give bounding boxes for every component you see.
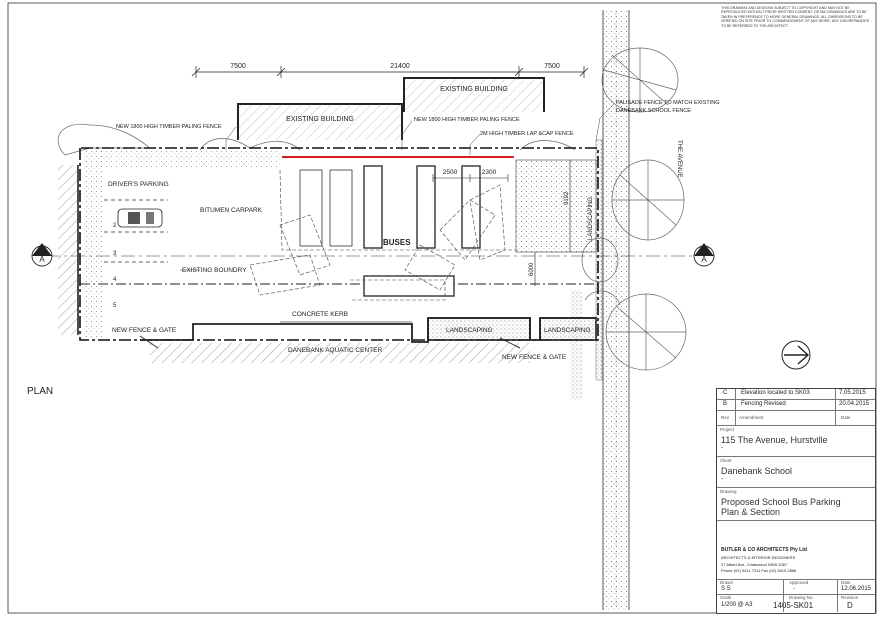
dim-7500-left: 7500 [230,63,246,70]
dimension-line-top [191,66,589,78]
section-line-a [31,243,715,267]
fence-label-left: NEW 1800 HIGH TIMBER PALING FENCE [116,124,222,130]
car-icon [117,208,163,228]
revision-row-b: B Fencing Revised 20.04.2015 [717,400,875,411]
section-a-left: A [39,255,45,264]
bay-number-3: 3 [113,251,117,257]
section-a-right: A [701,255,707,264]
firm-section: BUTLER & CO ARCHITECTS Pty Ltd ARCHITECT… [717,521,875,580]
site-boundary [79,147,599,341]
drawing-number: 1405-SK01 [773,601,814,610]
dim-7500-right: 7500 [544,63,560,70]
drawing-title-line2: Plan & Section [721,507,781,517]
gate-marker-2 [499,337,521,349]
bus-bays [299,165,481,297]
plan-title: PLAN [27,386,54,397]
drawn-row: Drawn S S Approved - Date 12.06.2015 [717,580,875,595]
bay-number-5: 5 [113,303,117,309]
the-avenue-label: THE AVENUE [676,140,682,178]
lap-fence-label: 2M HIGH TIMBER LAP &CAP FENCE [480,131,574,137]
north-arrow-icon [781,340,811,370]
existing-building-2 [403,77,545,112]
drivers-parking-label: DRIVER'S PARKING [108,181,169,188]
date-value: 12.06.2015 [841,586,872,592]
buses-label: BUSES [383,238,411,247]
landscaping-area-right [515,159,597,253]
aquatic-center-label: DANEBANK AQUATIC CENTER [288,347,382,354]
concrete-kerb-label: CONCRETE KERB [292,311,348,318]
left-wall-hatch [58,165,78,335]
existing-boundry-label: EXISTING BOUNDRY [182,267,247,274]
revision-row-c: C Elevation located to SK03 7.05.2015 [717,389,875,400]
copyright-disclaimer: THIS DRAWING AND DESIGNS SUBJECT TO COPY… [721,6,870,28]
drawn-value: S S [721,586,731,592]
landscaping-box-1 [427,317,531,341]
revision-header: Rev Amendment Date [717,411,875,426]
firm-name: BUTLER & CO ARCHITECTS Pty Ltd [721,547,807,553]
parking-bay-lines [104,199,168,263]
palisade-label-1: PALISADE FENCE TO MATCH EXISTING [616,100,720,106]
landscape-strip-top [100,150,280,168]
client-section: Client Danebank School - [717,457,875,488]
title-block: C Elevation located to SK03 7.05.2015 B … [716,388,876,614]
dim-2300: 2300 [482,169,497,176]
sheet-border [7,2,877,614]
existing-building-label-1: EXISTING BUILDING [286,116,354,123]
bay-number-4: 4 [113,277,117,283]
project-section: Project 115 The Avenue, Hurstville - [717,426,875,457]
dim-21400: 21400 [390,63,410,70]
revision-value: D [847,601,853,610]
new-fence-gate-label-1: NEW FENCE & GATE [112,327,177,334]
new-fence-gate-label-2: NEW FENCE & GATE [502,354,567,361]
landscaping-box-2 [539,317,597,341]
dimension-line-buses [432,160,571,286]
bus-turning-paths [249,169,520,301]
gate-marker-1 [139,335,159,349]
the-avenue-road [570,10,630,610]
bay-number-2: 2 [113,223,117,229]
project-name: 115 The Avenue, Hurstville [721,435,828,445]
dim-6000: 6000 [529,262,535,276]
existing-building-label-2: EXISTING BUILDING [440,86,508,93]
bitumen-carpark-label: BITUMEN CARPARK [200,207,263,214]
client-name: Danebank School [721,466,793,476]
drawing-title-line1: Proposed School Bus Parking [721,497,841,507]
landscaping-label-2: LANDSCAPING [544,327,591,334]
fence-label-mid: NEW 1800 HIGH TIMBER PALING FENCE [414,117,520,123]
landscaping-vertical-label: LANDSCAPING [588,197,594,240]
leader-lines [180,103,615,271]
landscaping-label-1: LANDSCAPING [446,327,493,334]
dim-2500: 2500 [443,169,458,176]
scale-value: 1/200 @ A3 [721,602,753,608]
scale-row: Scale 1/200 @ A3 Drawing No. 1405-SK01 R… [720,595,859,610]
existing-building-1 [237,103,403,140]
dim-9192: 9192 [564,191,570,205]
drawing-section: Drawing Proposed School Bus Parking Plan… [717,488,875,521]
palisade-label-2: DANEBANK SCHOOL FENCE [616,108,691,114]
landscape-strip-left [84,150,102,338]
